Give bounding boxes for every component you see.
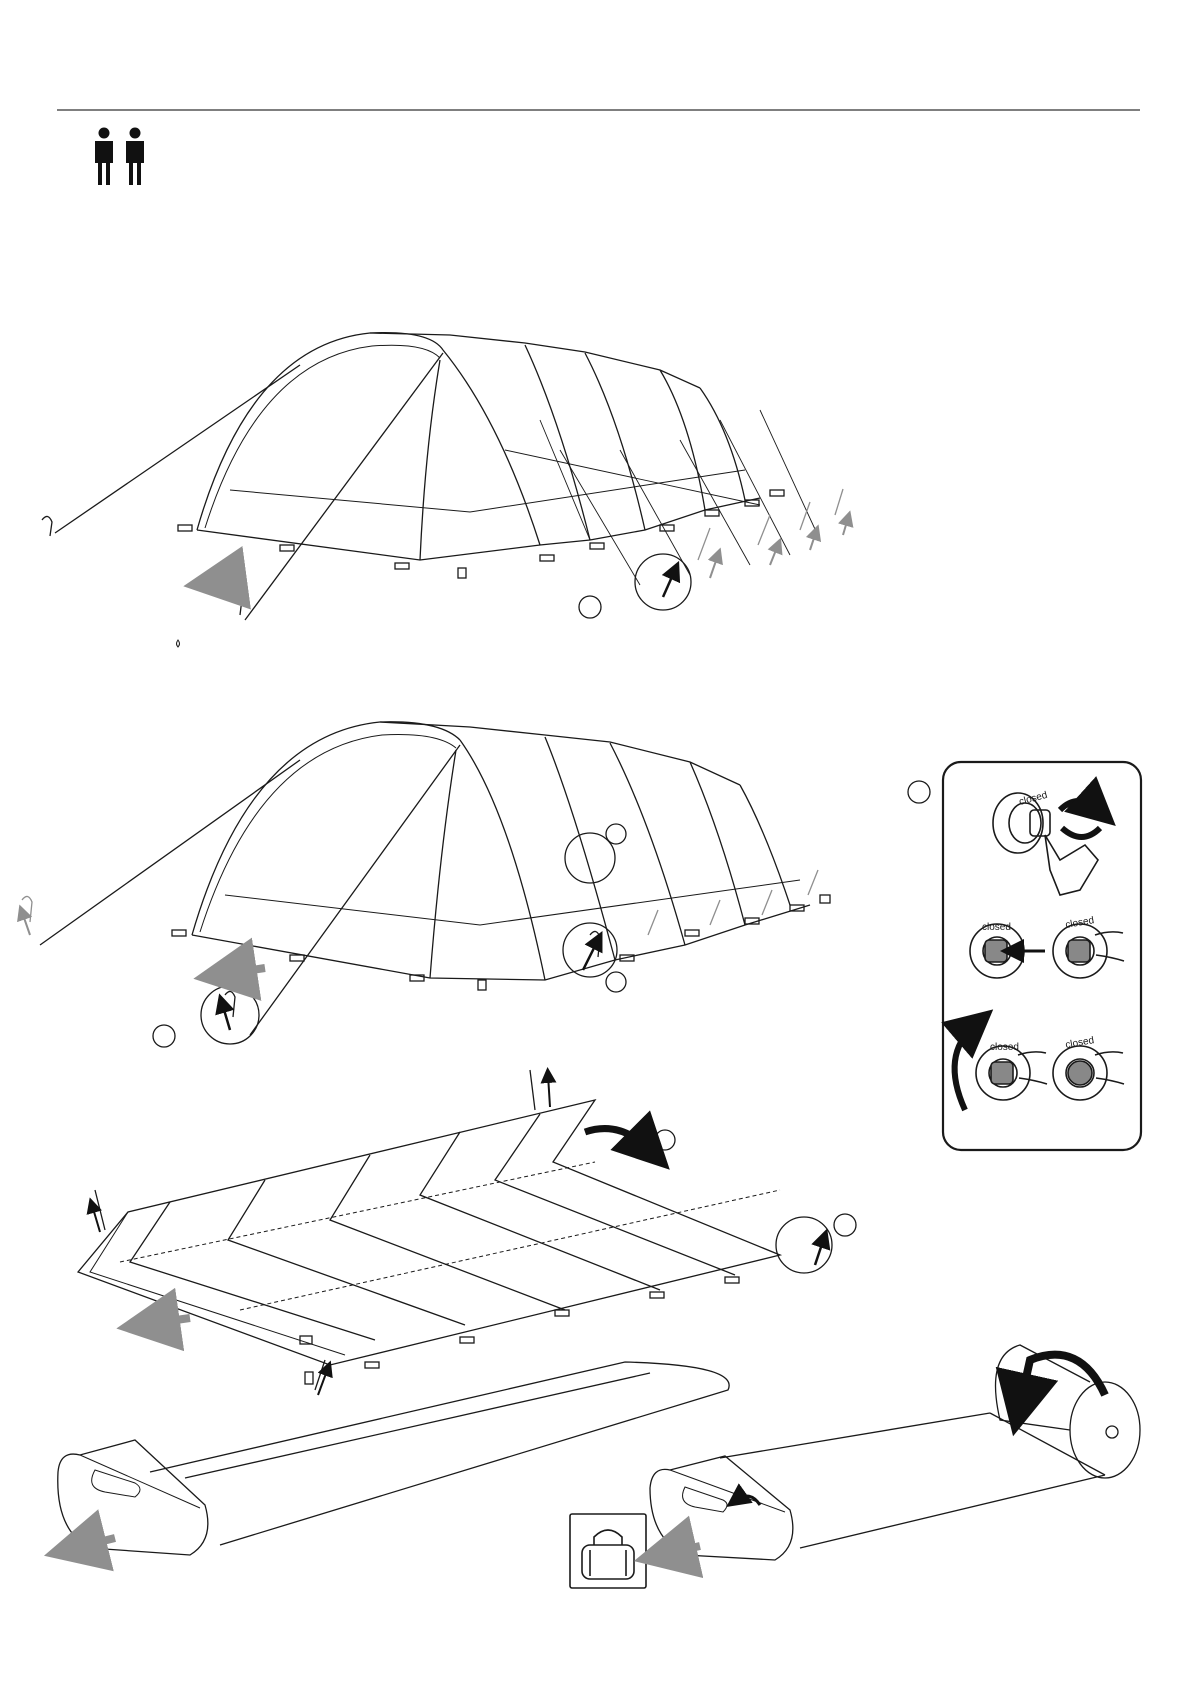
fold-direction-arrow [585, 1129, 650, 1150]
pull-direction-arrow-1 [215, 578, 245, 582]
pull-direction-arrow-3 [148, 1318, 190, 1324]
peg-detail-circle-1 [635, 554, 691, 610]
tent-diagram-step-1 [42, 333, 843, 647]
step-callout-circle-1 [579, 596, 601, 618]
step-callout-circle-5 [908, 781, 930, 803]
roll-direction-arrow [1020, 1355, 1105, 1405]
pull-direction-arrow-5 [665, 1546, 700, 1554]
step-callout-circle-6 [655, 1130, 675, 1150]
carry-bag-icon [570, 1514, 646, 1588]
tent-diagram-step-2 [22, 722, 930, 1047]
valve-instruction-panel: closed closed closed closed [943, 762, 1141, 1150]
folding-diagram [78, 1070, 856, 1390]
step-callout-circle-7 [834, 1214, 856, 1236]
svg-text:closed: closed [1065, 915, 1095, 931]
pull-direction-arrow-2 [225, 968, 265, 974]
two-persons-icon [95, 128, 144, 186]
rotate-arrows-icon [1060, 801, 1098, 810]
peg-detail-circle-2 [563, 923, 617, 977]
peg-detail-circle-3 [201, 986, 259, 1044]
valve-detail-circle [565, 833, 615, 883]
peg-detail-circle-4 [776, 1217, 832, 1273]
valve-cap-inserted-icon [1053, 924, 1124, 978]
svg-text:closed: closed [990, 1042, 1019, 1053]
step-callout-circle-4 [153, 1025, 175, 1047]
rolling-diagram-left [58, 1362, 729, 1555]
svg-text:closed: closed [982, 922, 1011, 933]
step-callout-circle-2 [606, 824, 626, 844]
valve-with-pump-icon [993, 793, 1098, 895]
turn-arrow-icon [955, 1025, 975, 1110]
valve-cap-closed-icon [1053, 1046, 1124, 1100]
pull-direction-arrow-4 [75, 1538, 115, 1548]
valve-cap-turning-icon [976, 1046, 1047, 1100]
step-callout-circle-3 [606, 972, 626, 992]
